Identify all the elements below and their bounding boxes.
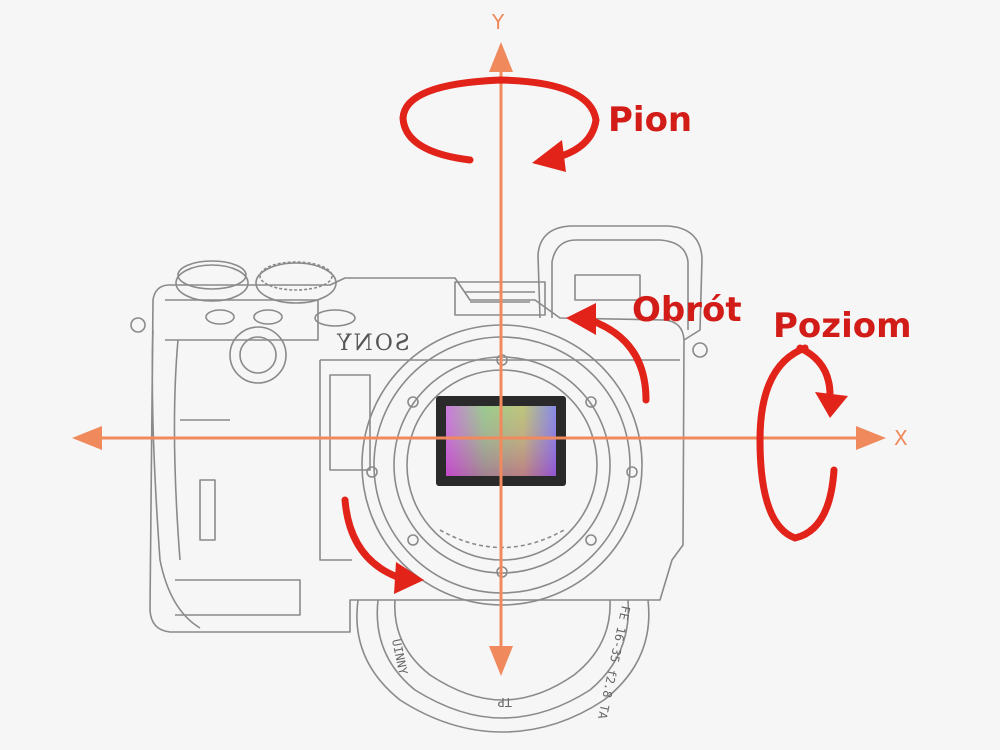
poziom-rotation-arrow bbox=[756, 344, 838, 542]
rotation-arrows bbox=[341, 76, 848, 594]
y-axis-arrow-top bbox=[489, 42, 513, 72]
lens-text-bottom: TP bbox=[498, 695, 512, 709]
pion-label: Pion bbox=[608, 100, 693, 140]
control-dial bbox=[255, 262, 337, 304]
shutter-knob bbox=[229, 326, 287, 384]
x-axis-arrow-left bbox=[72, 426, 102, 450]
camera-body-outline bbox=[149, 277, 685, 633]
pion-rotation-arrow bbox=[399, 76, 600, 164]
viewfinder bbox=[537, 225, 703, 341]
camera-brand-label: SONY bbox=[335, 331, 410, 356]
lens-barrel bbox=[356, 599, 650, 733]
lens-engraving: UINNY FE 16-35 f2.8 TA TP bbox=[389, 604, 633, 721]
x-axis-label: X bbox=[894, 426, 908, 450]
y-axis-arrow-bottom bbox=[489, 646, 513, 676]
obrot-rotation-arrow bbox=[586, 316, 650, 404]
y-axis-label: Y bbox=[492, 10, 505, 34]
lens-text-left: UINNY bbox=[389, 638, 410, 677]
poziom-label: Poziom bbox=[773, 306, 912, 346]
axis-lines bbox=[72, 42, 886, 676]
camera-top-plate bbox=[165, 299, 319, 341]
roll-rotation-arrow bbox=[341, 496, 404, 582]
obrot-label: Obrót bbox=[632, 290, 742, 330]
x-axis-arrow-right bbox=[856, 426, 886, 450]
lens-text-right: FE 16-35 f2.8 TA bbox=[595, 604, 633, 721]
mode-dial bbox=[175, 264, 249, 302]
camera-grip bbox=[151, 329, 201, 629]
